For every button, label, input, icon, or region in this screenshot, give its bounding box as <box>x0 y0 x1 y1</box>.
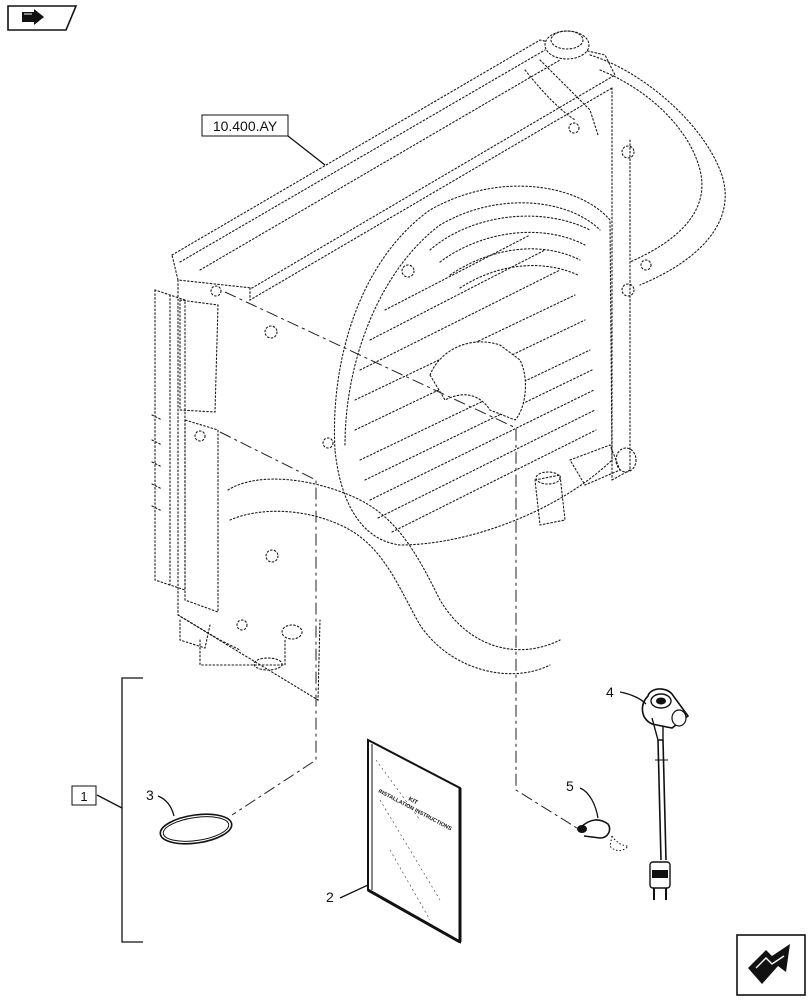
clip-callout-label: 5 <box>566 778 574 794</box>
assembly-ref-callout[interactable]: 10.400.AY <box>201 114 326 166</box>
clip-callout: 5 <box>566 778 599 819</box>
kit-bracket <box>96 677 143 943</box>
radiator-assembly <box>151 30 726 701</box>
assembly-ref-label: 10.400.AY <box>213 118 278 134</box>
manual-callout-label: 2 <box>326 889 334 905</box>
seal-ring-callout-label: 3 <box>146 787 154 803</box>
manual-callout: 2 <box>326 884 369 905</box>
kit-callout-label: 1 <box>80 789 87 804</box>
kit-callout[interactable]: 1 <box>71 785 97 806</box>
manual-cover-line1: KIT <box>407 796 419 806</box>
back-arrow-icon <box>22 9 44 25</box>
clip-part <box>577 819 629 851</box>
forward-nav-button[interactable] <box>736 934 806 996</box>
heater-element-part <box>641 688 690 900</box>
seal-ring-callout: 3 <box>146 787 175 817</box>
forward-arrow-icon <box>748 944 790 984</box>
heater-callout: 4 <box>606 684 647 705</box>
seal-ring-part <box>159 813 233 845</box>
installation-leader-lines <box>219 291 581 831</box>
instruction-manual-part: KIT INSTALLATION INSTRUCTIONS <box>367 738 462 944</box>
heater-callout-label: 4 <box>606 684 614 700</box>
back-nav-button[interactable] <box>7 5 78 31</box>
